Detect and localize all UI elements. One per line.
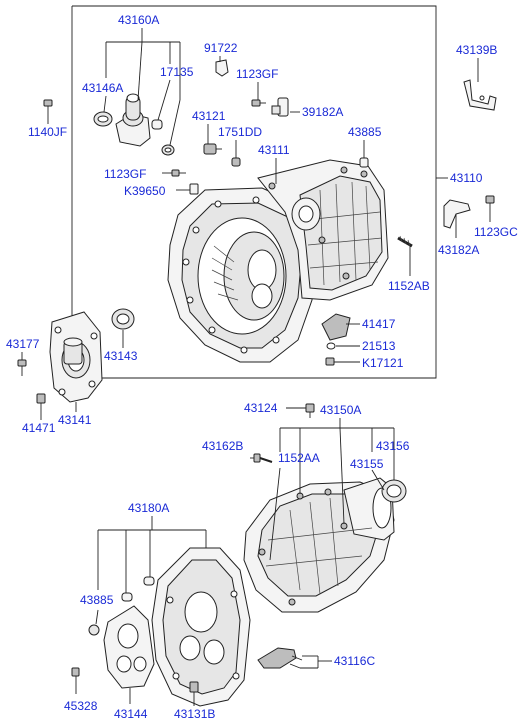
callout-43143: 43143 [104,349,138,363]
callout-43162B: 43162B [202,439,243,453]
callout-39182A: 39182A [302,105,343,119]
callout-17135: 17135 [160,65,194,79]
bracket-43139B [463,79,497,111]
main-assembly-frame [71,5,437,379]
switch-43116C [257,647,303,669]
callout-K39650: K39650 [124,184,166,198]
callout-K17121: K17121 [362,356,404,370]
callout-43141: 43141 [58,413,92,427]
callout-43124: 43124 [244,401,278,415]
clutch-housing-43111 [167,159,389,363]
callout-41417: 41417 [362,317,396,331]
callout-43182A: 43182A [438,243,479,257]
callout-43139B: 43139B [456,43,497,57]
bearing-retainer-43146A [93,93,175,156]
callout-43156: 43156 [376,439,410,453]
leader-lines [21,28,491,706]
gasket-43144 [103,605,155,689]
callout-1123GC: 1123GC [474,225,518,239]
callout-43131B: 43131B [174,707,215,721]
callout-43121: 43121 [192,109,226,123]
callout-1123GF-top: 1123GF [236,67,278,81]
extension-housing-43150A [243,403,407,613]
callout-43144: 43144 [114,707,148,721]
callout-43885-top: 43885 [348,125,382,139]
boot-washer-plug [321,313,351,366]
callout-1123GF-mid: 1123GF [104,167,146,181]
callout-43116C: 43116C [334,654,375,668]
callout-1751DD: 1751DD [218,125,262,139]
callout-43885-bottom: 43885 [80,593,114,607]
callout-labels: 43160A 91722 43139B 43146A 17135 1123GF … [6,13,518,721]
callout-43110: 43110 [450,171,483,185]
callout-43150A: 43150A [320,403,361,417]
callout-1152AA: 1152AA [278,451,320,465]
callout-43160A: 43160A [118,13,159,27]
callout-43180A: 43180A [128,501,169,515]
callout-41471: 41471 [22,421,56,435]
callout-45328: 45328 [64,699,98,713]
center-plate-43180A [151,547,251,707]
small-fasteners-top [43,59,369,195]
callout-91722: 91722 [204,41,238,55]
callout-1140JF: 1140JF [28,125,67,139]
bracket-43182A [443,195,495,229]
callout-43177: 43177 [6,337,40,351]
callout-43146A: 43146A [82,81,123,95]
stud-1152AB [397,235,413,248]
callout-43155: 43155 [350,457,384,471]
callout-43111: 43111 [258,143,290,157]
callout-21513: 21513 [362,339,396,353]
front-cover-43141 [17,308,135,404]
callout-1152AB: 1152AB [388,279,430,293]
